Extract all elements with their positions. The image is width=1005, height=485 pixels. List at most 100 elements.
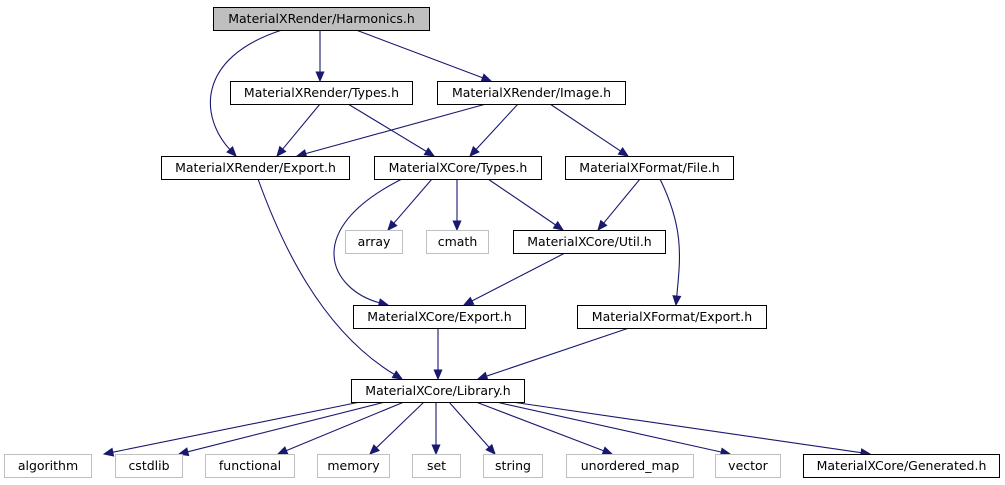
edge-arrowhead [276, 446, 289, 455]
node-box [577, 305, 767, 329]
edge-arrowhead [452, 220, 462, 232]
node-core_generated[interactable]: MaterialXCore/Generated.h [803, 454, 1000, 478]
node-box [115, 454, 183, 478]
edge-line [347, 103, 428, 153]
edge-core_library-to-cstdlib [177, 401, 386, 457]
edge-core_util-to-core_export [462, 252, 566, 306]
edge-arrowhead [485, 443, 496, 455]
node-label: MaterialXCore/Library.h [365, 383, 510, 398]
node-format_export[interactable]: MaterialXFormat/Export.h [577, 305, 767, 329]
edge-core_types-to-cmath [452, 179, 462, 232]
node-format_file[interactable]: MaterialXFormat/File.h [565, 156, 734, 180]
edge-render_export-to-core_library [257, 178, 404, 380]
edge-format_export-to-core_library [476, 327, 630, 381]
node-set: set [412, 454, 461, 478]
edge-core_library-to-algorithm [102, 401, 361, 457]
node-box [565, 156, 734, 180]
edge-arrowhead [315, 71, 325, 83]
node-harmonics[interactable]: MaterialXRender/Harmonics.h [213, 7, 430, 31]
node-label: MaterialXRender/Export.h [175, 160, 336, 175]
edge-harmonics-to-render_types [315, 30, 325, 83]
node-box [513, 230, 666, 254]
node-box [374, 156, 542, 180]
node-string: string [483, 454, 543, 478]
node-label: MaterialXCore/Export.h [367, 309, 511, 324]
edge-line [355, 29, 484, 79]
edge-line [470, 252, 566, 302]
edge-line [304, 103, 487, 155]
edge-format_file-to-format_export [659, 178, 682, 307]
edge-arrowhead [102, 447, 115, 457]
edge-arrowhead [462, 296, 475, 306]
node-box [351, 379, 525, 403]
edge-core_library-to-string [448, 401, 496, 455]
node-core_util[interactable]: MaterialXCore/Util.h [513, 230, 666, 254]
node-box [412, 454, 461, 478]
edge-line [281, 103, 321, 151]
node-label: MaterialXRender/Image.h [452, 85, 611, 100]
node-functional: functional [205, 454, 295, 478]
edge-line [659, 178, 680, 298]
edge-line [448, 401, 491, 449]
edge-harmonics-to-render_export [210, 29, 283, 157]
node-box [4, 454, 92, 478]
node-memory: memory [317, 454, 390, 478]
node-algorithm: algorithm [4, 454, 92, 478]
node-core_library[interactable]: MaterialXCore/Library.h [351, 379, 525, 403]
edge-core_types-to-array [387, 178, 433, 231]
edge-line [257, 178, 396, 376]
node-box [426, 230, 489, 254]
edge-arrowhead [433, 369, 443, 381]
edge-line [487, 178, 557, 226]
edge-arrowhead [469, 145, 480, 157]
edge-harmonics-to-render_image [355, 29, 493, 82]
node-label: cmath [438, 234, 478, 249]
edge-core_library-to-set [431, 402, 441, 456]
edge-line [186, 401, 386, 453]
edge-line [549, 103, 622, 153]
edge-core_export-to-core_library [433, 328, 443, 381]
node-render_types[interactable]: MaterialXRender/Types.h [230, 81, 413, 105]
node-label: functional [219, 458, 281, 473]
node-label: algorithm [18, 458, 78, 473]
edge-arrowhead [276, 145, 287, 157]
node-label: set [427, 458, 446, 473]
edge-arrowhead [391, 370, 404, 380]
edge-line [111, 401, 361, 453]
edge-core_library-to-functional [276, 401, 405, 455]
node-label: unordered_map [581, 458, 680, 473]
node-box [353, 305, 526, 329]
edge-core_library-to-unordered_map [475, 401, 614, 455]
node-render_image[interactable]: MaterialXRender/Image.h [437, 81, 626, 105]
edge-arrowhead [617, 146, 630, 157]
node-cmath: cmath [426, 230, 489, 254]
node-label: string [495, 458, 531, 473]
edge-render_image-to-format_file [549, 103, 630, 157]
edge-arrowhead [369, 444, 381, 455]
node-core_types[interactable]: MaterialXCore/Types.h [374, 156, 542, 180]
edge-arrowhead [480, 73, 493, 82]
node-cstdlib: cstdlib [115, 454, 183, 478]
edge-line [375, 401, 425, 449]
node-label: MaterialXFormat/File.h [579, 160, 719, 175]
edge-line [333, 178, 403, 304]
edge-render_types-to-render_export [276, 103, 321, 157]
edge-core_library-to-memory [369, 401, 425, 455]
nodes-layer: MaterialXRender/Harmonics.hMaterialXRend… [4, 7, 1000, 478]
node-label: MaterialXFormat/Export.h [592, 309, 752, 324]
edge-arrowhead [552, 220, 565, 231]
edge-arrowhead [423, 147, 436, 157]
node-label: cstdlib [128, 458, 169, 473]
node-label: MaterialXCore/Generated.h [817, 458, 987, 473]
node-render_export[interactable]: MaterialXRender/Export.h [161, 156, 350, 180]
node-label: MaterialXCore/Util.h [527, 234, 651, 249]
node-array: array [345, 230, 403, 254]
edge-line [210, 29, 283, 151]
edge-arrowhead [601, 446, 614, 455]
node-core_export[interactable]: MaterialXCore/Export.h [353, 305, 526, 329]
node-unordered_map: unordered_map [566, 454, 694, 478]
node-box [213, 7, 430, 31]
edge-format_file-to-core_util [597, 178, 641, 231]
